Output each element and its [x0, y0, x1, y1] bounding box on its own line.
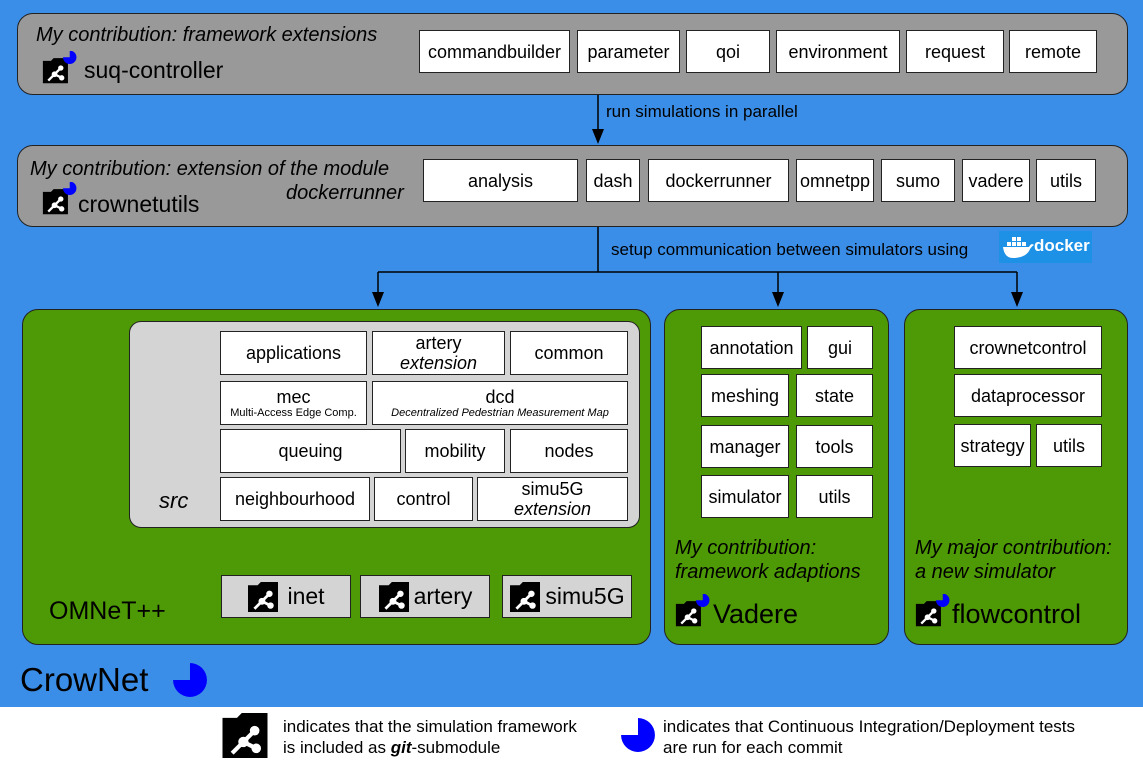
submodule-inet: inet — [221, 575, 351, 618]
module-meshing: meshing — [701, 374, 789, 417]
git-submodule-icon — [914, 594, 950, 628]
module-control: control — [374, 477, 473, 521]
suq-controller-name: suq-controller — [84, 57, 224, 83]
legend-git: indicates that the simulation framework … — [283, 716, 577, 758]
module-tools: tools — [796, 425, 873, 468]
arrow-label-parallel: run simulations in parallel — [606, 102, 798, 121]
module-common: common — [510, 331, 628, 375]
module-state: state — [796, 374, 873, 417]
flowcontrol-name: flowcontrol — [952, 599, 1082, 629]
module-strategy: strategy — [954, 424, 1031, 467]
crownet-name: CrowNet — [20, 661, 149, 698]
module-vadere-utils: utils — [796, 475, 873, 518]
module-qoi: qoi — [686, 30, 770, 73]
vadere-contribution-line1: My contribution: — [675, 537, 817, 559]
mec-sub-label: Multi-Access Edge Comp. — [230, 406, 357, 419]
module-vadere: vadere — [962, 159, 1030, 202]
flowcontrol-contribution-line1: My major contribution: — [915, 537, 1112, 559]
module-artery-extension: artery extension — [372, 331, 505, 375]
legend-git-line2-post: -submodule — [411, 738, 501, 757]
arrow-label-setup: setup communication between simulators u… — [611, 240, 969, 259]
module-simulator: simulator — [701, 475, 789, 518]
docker-logo: docker — [999, 231, 1092, 263]
docker-logo-text: docker — [1034, 236, 1090, 255]
vadere-name: Vadere — [713, 599, 799, 629]
git-submodule-icon — [247, 581, 280, 612]
module-dataprocessor: dataprocessor — [954, 374, 1102, 417]
dcd-sub-label: Decentralized Pedestrian Measurement Map — [391, 406, 609, 419]
legend-ci: indicates that Continuous Integration/De… — [663, 716, 1075, 758]
ci-pie-icon — [621, 718, 655, 752]
module-dockerrunner: dockerrunner — [648, 159, 789, 202]
git-submodule-icon — [674, 594, 710, 628]
ci-pie-icon — [173, 663, 207, 697]
legend-git-line2: is included as git-submodule — [283, 737, 577, 758]
module-gui: gui — [807, 326, 873, 369]
simu5g-label: simu5G — [521, 479, 584, 499]
module-manager: manager — [701, 425, 789, 468]
module-environment: environment — [776, 30, 900, 73]
git-submodule-icon — [221, 713, 269, 758]
legend-git-line1: indicates that the simulation framework — [283, 717, 577, 736]
crownetutils-contribution-line2: dockerrunner — [286, 182, 404, 204]
artery-sub-label: artery — [413, 583, 473, 609]
module-mec: mec Multi-Access Edge Comp. — [220, 381, 367, 425]
artery-label: artery — [415, 333, 462, 353]
module-neighbourhood: neighbourhood — [220, 477, 370, 521]
artery-extension-label: extension — [399, 353, 478, 373]
module-analysis: analysis — [423, 159, 578, 202]
git-submodule-icon — [509, 581, 542, 612]
module-parameter: parameter — [577, 30, 680, 73]
module-utils: utils — [1036, 159, 1096, 202]
module-mobility: mobility — [405, 429, 505, 473]
legend-ci-line1: indicates that Continuous Integration/De… — [663, 717, 1076, 736]
legend-git-bold: git — [390, 738, 412, 757]
module-remote: remote — [1009, 30, 1097, 73]
module-dcd: dcd Decentralized Pedestrian Measurement… — [372, 381, 628, 425]
docker-logo-icon — [1003, 237, 1034, 258]
module-flowcontrol-utils: utils — [1036, 424, 1102, 467]
module-applications: applications — [220, 331, 367, 375]
simu5g-sub-label: simu5G — [545, 583, 625, 609]
legend-git-line2-pre: is included as — [283, 738, 391, 757]
module-omnetpp: omnetpp — [796, 159, 874, 202]
simu5g-extension-label: extension — [513, 499, 592, 519]
crownetutils-contribution-line1: My contribution: extension of the module — [30, 158, 390, 180]
module-sumo: sumo — [881, 159, 955, 202]
inet-label: inet — [287, 583, 325, 609]
module-simu5g-extension: simu5G extension — [477, 477, 628, 521]
crownetutils-name: crownetutils — [78, 191, 200, 217]
flowcontrol-contribution-line2: a new simulator — [915, 561, 1056, 583]
git-submodule-icon — [377, 581, 410, 612]
src-label: src — [159, 488, 189, 513]
omnetpp-name: OMNeT++ — [49, 597, 166, 625]
submodule-simu5g: simu5G — [502, 575, 632, 618]
module-queuing: queuing — [220, 429, 401, 473]
module-crownetcontrol: crownetcontrol — [954, 326, 1102, 369]
module-annotation: annotation — [701, 326, 802, 369]
legend-ci-line2: are run for each commit — [663, 738, 843, 757]
mec-label: mec — [276, 386, 311, 407]
vadere-contribution-line2: framework adaptions — [675, 561, 861, 583]
module-request: request — [906, 30, 1004, 73]
suq-contribution-text: My contribution: framework extensions — [36, 24, 378, 46]
submodule-artery: artery — [360, 575, 490, 618]
dcd-label: dcd — [485, 386, 515, 407]
module-commandbuilder: commandbuilder — [419, 30, 570, 73]
module-nodes: nodes — [510, 429, 628, 473]
module-dash: dash — [586, 159, 640, 202]
git-submodule-icon — [41, 182, 77, 216]
